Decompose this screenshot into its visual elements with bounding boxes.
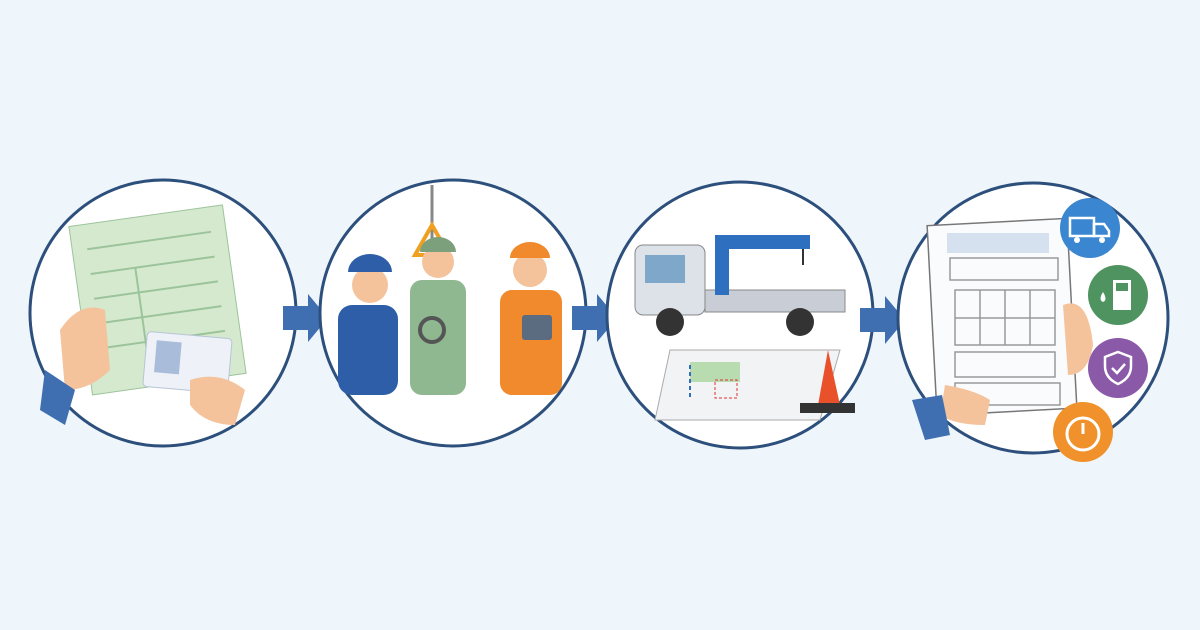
shield-check-icon bbox=[1088, 338, 1148, 398]
gauge-icon bbox=[1053, 402, 1113, 462]
traffic-cone-icon bbox=[818, 350, 840, 405]
arrow-right-icon bbox=[860, 296, 905, 344]
arrow-right-icon bbox=[572, 294, 617, 342]
step-4-inspection bbox=[896, 181, 1170, 462]
step-3-crane-truck bbox=[605, 180, 875, 450]
step-2-briefing bbox=[318, 178, 588, 448]
fuel-pump-icon bbox=[1088, 265, 1148, 325]
arrow-right-icon bbox=[283, 294, 328, 342]
license-document-icon bbox=[40, 204, 247, 425]
step-1-license bbox=[28, 178, 298, 448]
crane-truck-site-plan-icon bbox=[634, 235, 855, 421]
truck-icon bbox=[1060, 198, 1120, 258]
workers-briefing-icon bbox=[338, 185, 562, 395]
inspection-checklist-icon bbox=[912, 217, 1093, 440]
